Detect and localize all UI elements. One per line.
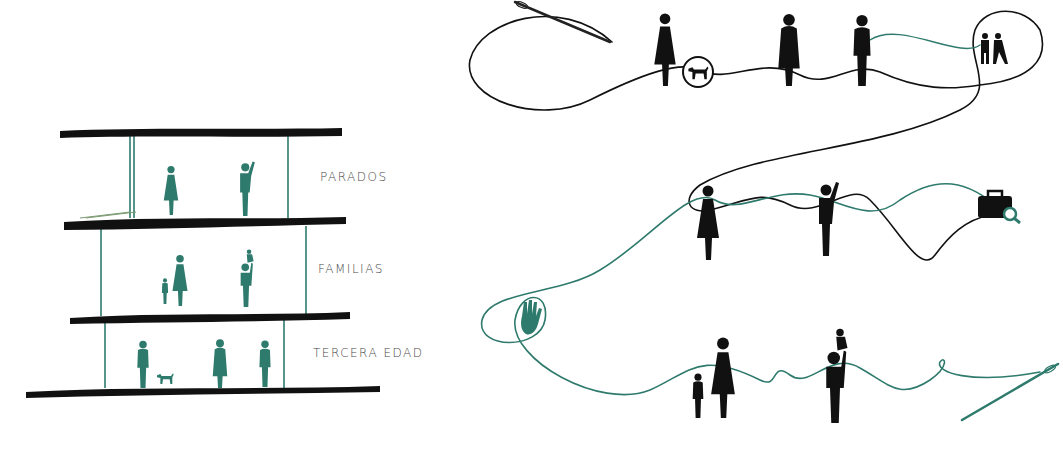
- thread-illustration: [469, 0, 1058, 420]
- needle: [515, 0, 610, 42]
- needle: [962, 364, 1058, 420]
- icons: [521, 33, 1020, 335]
- floor-label: FAMILIAS: [318, 262, 384, 276]
- figures: [654, 13, 870, 423]
- floor-label: PARADOS: [320, 170, 388, 184]
- floor-label: TERCERA EDAD: [313, 346, 424, 360]
